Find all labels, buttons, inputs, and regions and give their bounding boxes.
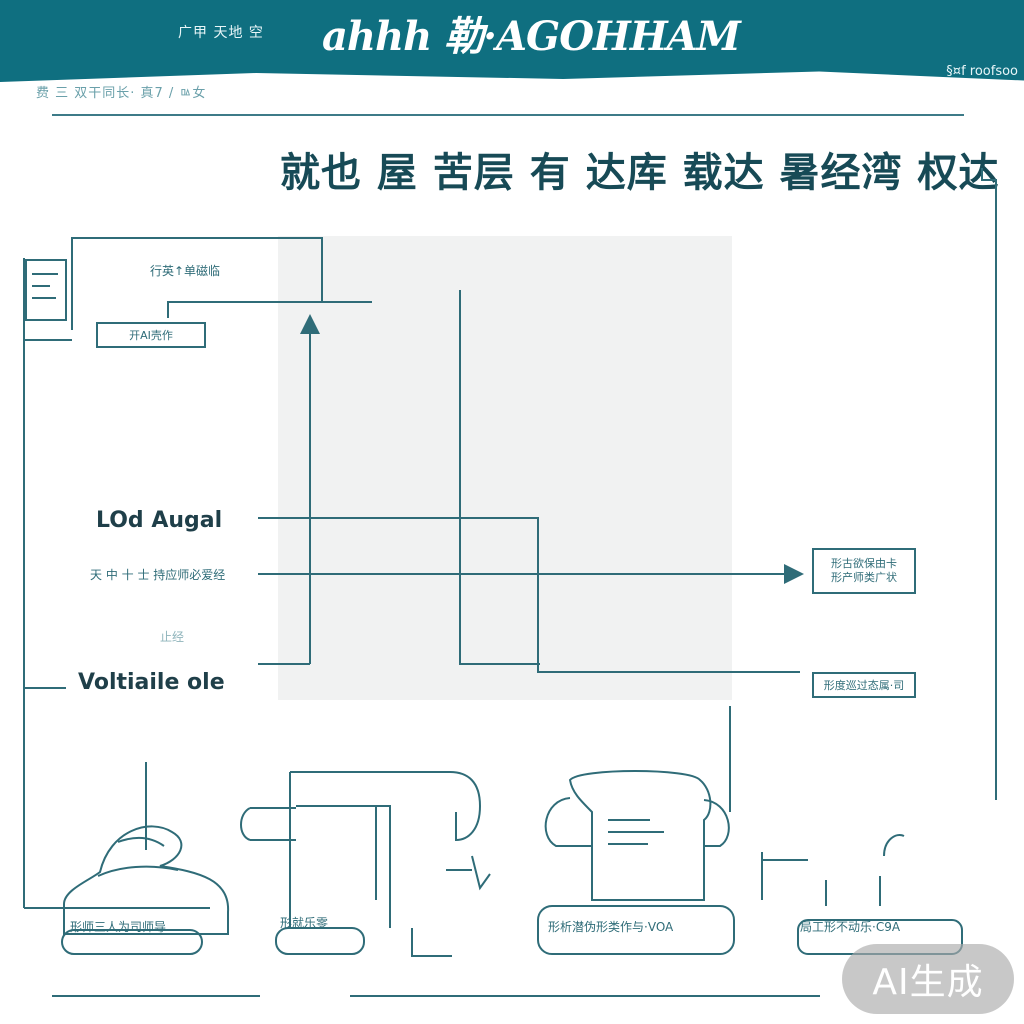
device-3-label: 形析潜伪形类作与·VOA [548, 920, 674, 934]
device-2-left-handle [240, 807, 296, 841]
load-label: LOd Augal [96, 508, 223, 533]
right-frame-line [981, 168, 997, 800]
device-1-detail [97, 836, 179, 877]
load-path-line [258, 517, 800, 673]
subheader: 费 三 双干同长· 真7 / ㅰ女 [36, 86, 207, 101]
doc-icon [25, 259, 67, 321]
top-left-label: 行英↑单磁临 [150, 264, 221, 278]
ai-generated-badge: AI生成 [842, 944, 1014, 1014]
banner-title: ahhh 勒·AGOHHAM [322, 13, 741, 60]
device-4-connectors [761, 834, 905, 906]
device-3-body [568, 770, 712, 901]
device-2-frame [289, 771, 482, 928]
banner-small-label: 广甲 天地 空 [178, 25, 264, 41]
voltage-label: Voltiaile ole [78, 670, 225, 695]
device-3-text-lines [608, 819, 664, 845]
device-2-base [275, 927, 365, 955]
center-vertical-line [459, 290, 540, 665]
device-2-label: 形就乐零 [280, 916, 329, 930]
device-4-label: 局工形不动乐·C9A [800, 920, 901, 934]
top-left-bracket [71, 237, 323, 330]
page-heading: 就也 屋 苦层 有 达库 载达 暑经湾 权达 [280, 149, 1000, 196]
top-bus-line [167, 301, 372, 318]
top-left-box: 开AI壳作 [96, 322, 206, 348]
diagram-panel [278, 236, 732, 700]
device-2-inner [296, 805, 391, 928]
output-box-1: 形古欲保由卡 形产师类广状 [812, 548, 916, 594]
device-2-right-detail [411, 855, 491, 957]
device-1-label: 形师三人为司师导 [70, 920, 167, 934]
device-3-base [537, 905, 735, 955]
device-3-handles [544, 797, 730, 847]
banner-right-label: §¤f roofsoo [946, 64, 1018, 79]
output-box-2: 形度巡过态属·司 [812, 672, 916, 698]
small-label: 止经 [160, 630, 185, 644]
mid-label: 天 中 十 士 持应师必爱经 [90, 568, 226, 582]
top-divider [52, 114, 964, 116]
device-1-base [61, 929, 203, 955]
